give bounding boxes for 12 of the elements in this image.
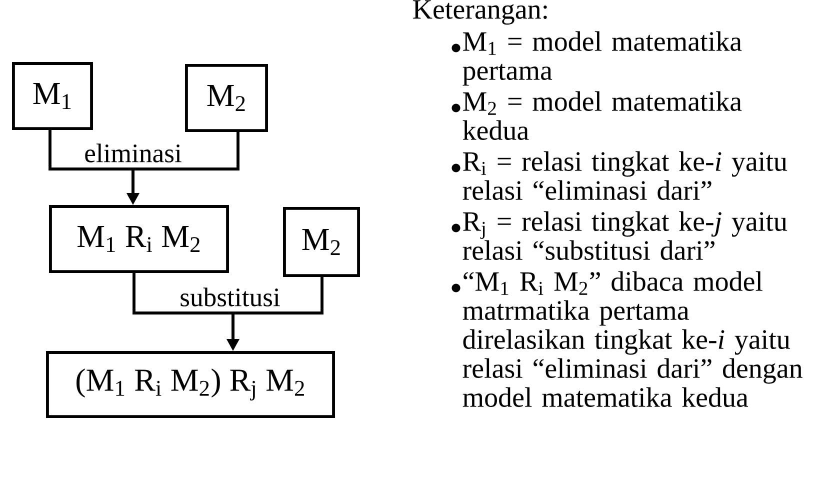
process-box: M$_{2}$ — [283, 207, 360, 277]
process-box: M$_{1}$ — [12, 62, 93, 130]
process-box: M$_{2}$ — [185, 64, 268, 132]
legend-item: R$_{j}$ = relasi tingkat ke-j yaitu relasi “substitusi dari” — [462, 211, 787, 260]
legend-item: R$_{i}$ = relasi tingkat ke-i yaitu relasi “eliminasi dari” — [462, 151, 787, 200]
legend-item: M$_{1}$ = model matematika pertama — [462, 31, 742, 86]
legend-heading: Keterangan: — [413, 0, 547, 25]
edge-label: substitusi — [178, 286, 282, 308]
process-box: M$_{1}$ R$_{i}$ M$_{2}$ — [49, 205, 229, 273]
legend-item: “M$_{1}$ R$_{i}$ M$_{2}$” dibaca model matrmatika pertama direlasikan tingkat ke-i yaitu relasi “eliminasi dari” dengan model matematika kedua — [462, 271, 802, 407]
process-box: (M$_{1}$ R$_{i}$ M$_{2}$) R$_{j}$ M$_{2}$ — [46, 351, 335, 418]
edge-label: eliminasi — [82, 142, 184, 164]
